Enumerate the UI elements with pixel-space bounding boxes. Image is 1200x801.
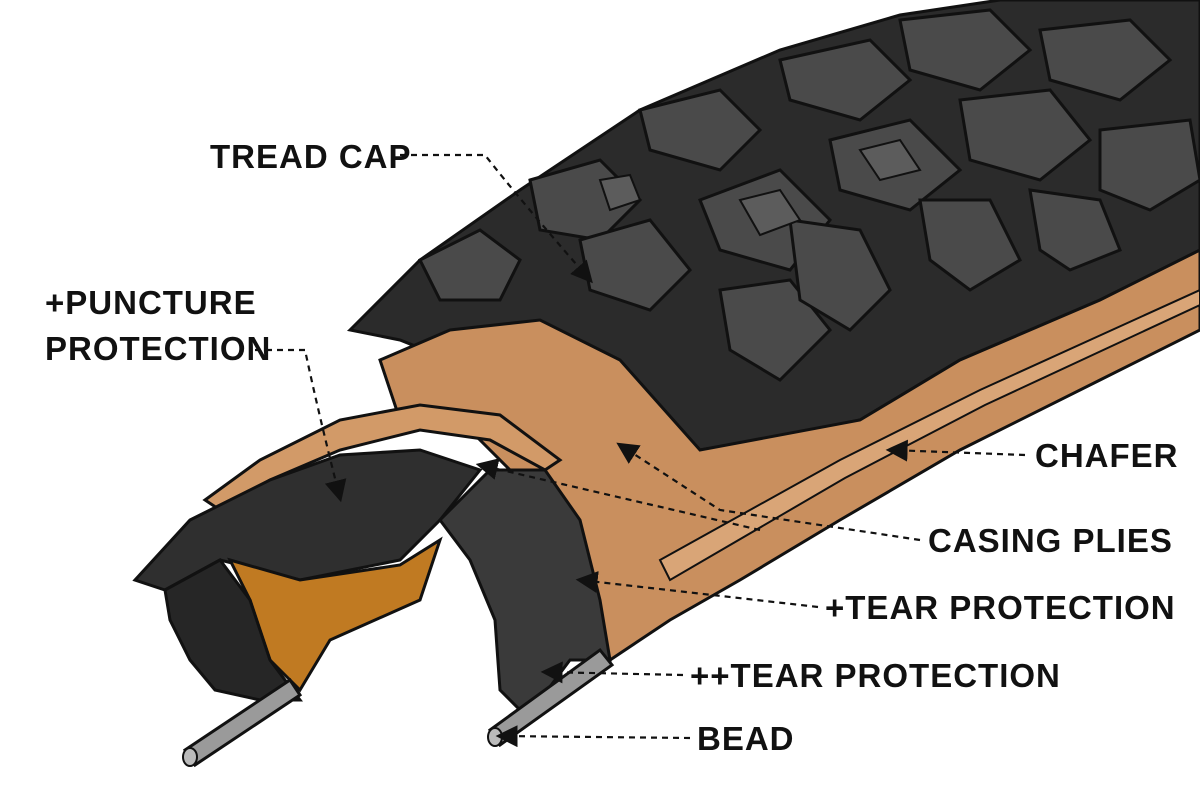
label-puncture-protection-line2: PROTECTION [45,330,271,367]
label-tear-protection: +TEAR PROTECTION [825,589,1176,626]
leader-lines [255,153,1026,748]
label-double-tear-protection: ++TEAR PROTECTION [690,657,1061,694]
tread-knobs [417,8,1200,382]
label-tread-cap: TREAD CAP [210,138,412,175]
tear-protection-layer [438,468,612,712]
label-casing-plies: CASING PLIES [928,522,1173,559]
label-puncture-protection-line1: +PUNCTURE [45,284,257,321]
chafer-strip [658,288,1200,582]
label-bead: BEAD [697,720,795,757]
label-chafer: CHAFER [1035,437,1179,474]
